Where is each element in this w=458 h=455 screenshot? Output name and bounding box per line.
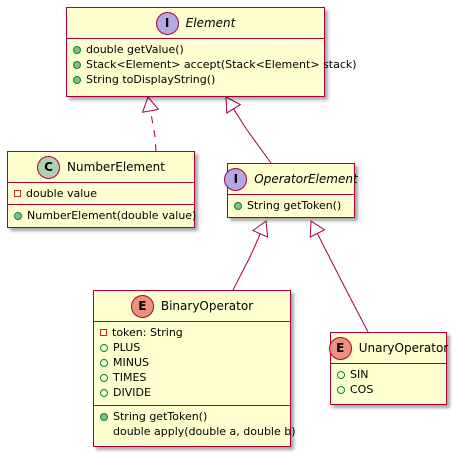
- operator-element-extends-element-arrow: [225, 96, 272, 164]
- member-row: token: String: [100, 325, 284, 340]
- binary-operator-name: BinaryOperator: [160, 299, 254, 313]
- member-row: double getValue(): [73, 42, 318, 57]
- none-visibility-icon: [100, 428, 108, 436]
- public-method-visibility-icon: [73, 45, 81, 54]
- number-element-header: C NumberElement: [8, 152, 194, 183]
- member-text: double value: [26, 187, 98, 200]
- element-header: I Element: [67, 8, 324, 39]
- member-text: TIMES: [113, 371, 147, 384]
- unary-operator-name: UnaryOperator: [358, 341, 449, 355]
- interface-stereotype-icon: I: [155, 11, 179, 35]
- public-field-visibility-icon: [337, 370, 345, 379]
- number-element-implements-element-arrow: [141, 96, 160, 152]
- member-row: String getToken(): [100, 409, 284, 424]
- enum-stereotype-icon: E: [328, 336, 352, 360]
- member-row: String getToken(): [234, 198, 348, 213]
- enum-stereotype-icon: E: [130, 294, 154, 318]
- unary-operator-compartment-0: SIN COS: [331, 364, 446, 404]
- generalization-arrowhead-icon: [309, 220, 326, 238]
- unary-operator-header: E UnaryOperator: [328, 333, 449, 364]
- public-method-visibility-icon: [14, 211, 22, 220]
- member-text: MINUS: [113, 356, 149, 369]
- unary-operator-implements-operator-element-arrow: [309, 220, 369, 333]
- member-text: Stack<Element> accept(Stack<Element> sta…: [86, 58, 357, 71]
- operator-element-compartment-0: String getToken(): [228, 195, 354, 217]
- member-row: NumberElement(double value): [14, 208, 196, 223]
- public-method-visibility-icon: [73, 60, 81, 69]
- public-method-visibility-icon: [73, 75, 81, 84]
- member-text: token: String: [112, 326, 183, 339]
- public-field-visibility-icon: [100, 388, 108, 397]
- member-text: String getToken(): [113, 410, 208, 423]
- generalization-arrowhead-icon: [225, 96, 242, 114]
- member-row: String toDisplayString(): [73, 72, 318, 87]
- number-element-compartment-1: NumberElement(double value): [8, 205, 196, 227]
- class-stereotype-icon: C: [37, 155, 61, 179]
- member-text: COS: [350, 383, 374, 396]
- member-text: NumberElement(double value): [27, 209, 197, 222]
- member-text: SIN: [350, 368, 369, 381]
- member-row: PLUS: [100, 340, 284, 355]
- binary-operator-compartment-1: String getToken() double apply(double a, …: [94, 406, 296, 446]
- member-row: TIMES: [100, 370, 284, 385]
- public-field-visibility-icon: [100, 358, 108, 367]
- element-name: Element: [185, 16, 236, 30]
- member-text: double apply(double a, double b): [113, 425, 296, 438]
- member-row: COS: [337, 382, 440, 397]
- member-row: SIN: [337, 367, 440, 382]
- private-field-visibility-icon: [100, 329, 107, 336]
- number-element-compartment-0: double value: [8, 183, 194, 205]
- member-row: MINUS: [100, 355, 284, 370]
- operator-element-name: OperatorElement: [254, 172, 358, 186]
- binary-operator-header: E BinaryOperator: [94, 291, 290, 322]
- member-text: double getValue(): [86, 43, 184, 56]
- generalization-arrowhead-icon: [141, 96, 160, 113]
- member-text: String toDisplayString(): [86, 73, 216, 86]
- generalization-arrowhead-icon: [252, 220, 269, 238]
- interface-stereotype-icon: I: [224, 167, 248, 191]
- public-field-visibility-icon: [100, 373, 108, 382]
- member-row: Stack<Element> accept(Stack<Element> sta…: [73, 57, 357, 72]
- private-field-visibility-icon: [14, 190, 21, 197]
- member-text: String getToken(): [247, 199, 342, 212]
- member-row: double value: [14, 186, 188, 201]
- binary-operator-implements-operator-element-arrow: [232, 220, 269, 291]
- public-method-visibility-icon: [100, 412, 108, 421]
- public-method-visibility-icon: [234, 201, 242, 210]
- public-field-visibility-icon: [100, 343, 108, 352]
- member-text: PLUS: [113, 341, 141, 354]
- element-compartment-0: double getValue() Stack<Element> accept(S…: [67, 39, 357, 96]
- number-element-name: NumberElement: [67, 160, 165, 174]
- member-row: DIVIDE: [100, 385, 284, 400]
- member-text: DIVIDE: [113, 386, 151, 399]
- member-row: double apply(double a, double b): [100, 424, 296, 439]
- public-field-visibility-icon: [337, 385, 345, 394]
- operator-element-header: I OperatorElement: [224, 164, 358, 195]
